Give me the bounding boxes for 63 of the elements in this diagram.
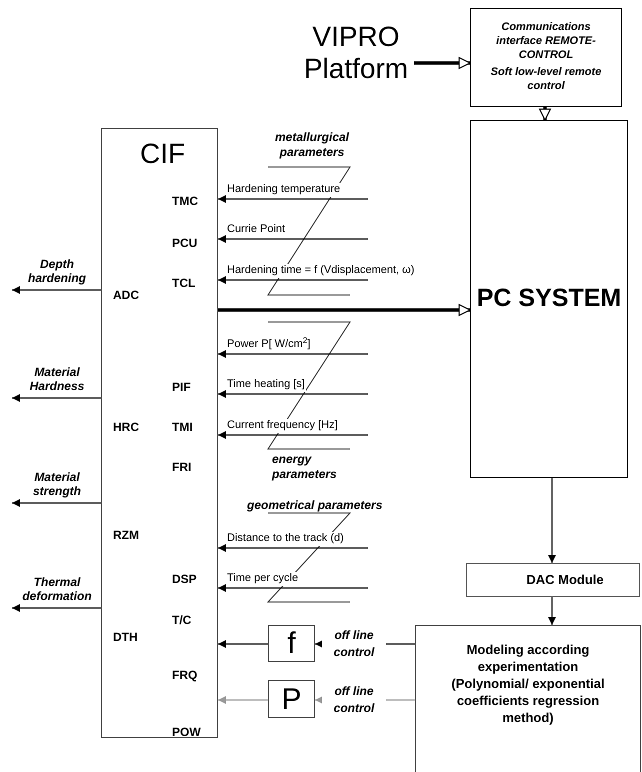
pc-system-box — [470, 120, 628, 478]
arrow — [218, 390, 368, 398]
arrow — [218, 431, 368, 439]
arrow — [414, 57, 471, 69]
node-text: VIPRO Platform — [302, 20, 410, 86]
group-heading: energy parameters — [272, 452, 338, 482]
signal-code: FRI — [172, 459, 192, 476]
node-text: Modeling according experimentation (Polynomial/ exponential coefficients regression method) — [450, 642, 606, 726]
edge-label: Material strength — [32, 470, 82, 499]
arrow — [218, 696, 268, 704]
arrow — [218, 350, 368, 358]
arrow — [12, 286, 101, 294]
arrow — [12, 604, 101, 612]
signal-code: DSP — [172, 571, 197, 588]
edge-label: Current frequency [Hz] — [226, 419, 339, 433]
node-text: Communications interface REMOTE-CONTROL — [495, 21, 597, 62]
arrow — [539, 107, 551, 121]
signal-code: PCU — [172, 235, 198, 252]
node-text: P — [281, 682, 302, 718]
signal-code: DTH — [113, 629, 138, 646]
f-block — [268, 625, 315, 662]
edge-label: Hardening time = f (Vdisplacement, ω) — [226, 264, 416, 278]
signal-code: TCL — [172, 275, 196, 292]
edge-label: Material Hardness — [28, 365, 86, 394]
edge-label: Time heating [s] — [226, 378, 306, 392]
arrow — [12, 499, 101, 507]
signal-code: POW — [172, 724, 201, 741]
group-heading: metallurgical parameters — [274, 130, 350, 160]
arrow — [218, 276, 368, 284]
cif-box — [101, 128, 218, 738]
edge-label: Time per cycle — [226, 572, 300, 586]
interface-box — [470, 8, 622, 107]
node-text: CIF — [140, 137, 186, 171]
arrow — [218, 304, 471, 316]
signal-code: T/C — [172, 612, 192, 629]
node-text: DAC Module — [526, 571, 604, 590]
modeling-box — [415, 625, 641, 772]
edge-label: Distance to the track (d) — [226, 532, 345, 546]
signal-code: HRC — [113, 419, 139, 436]
edge-label: Depth hardening — [26, 257, 87, 286]
node-text: f — [287, 626, 296, 662]
edge-label: Hardening temperature — [226, 183, 342, 197]
node-text: Soft low-level remote control — [490, 66, 602, 94]
arrow — [548, 597, 556, 625]
arrow — [218, 584, 368, 592]
p-block — [268, 680, 315, 718]
edge-label: Thermal deformation — [21, 575, 93, 604]
signal-code: RZM — [113, 527, 139, 544]
group-heading: geometrical parameters — [247, 497, 382, 514]
arrow — [218, 195, 368, 203]
signal-code: TMI — [172, 419, 193, 436]
arrow — [548, 478, 556, 563]
dac-module-box — [466, 563, 640, 597]
node-text: PC SYSTEM — [476, 283, 622, 314]
signal-code: TMC — [172, 193, 198, 210]
edge-label: Power P[ W/cm$^{2}$] — [226, 338, 312, 352]
arrow — [218, 640, 268, 648]
arrow — [218, 235, 368, 243]
signal-code: PIF — [172, 379, 191, 396]
signal-code: ADC — [113, 287, 139, 304]
signal-code: FRQ — [172, 667, 198, 684]
arrow — [218, 544, 368, 552]
arrow — [12, 394, 101, 402]
